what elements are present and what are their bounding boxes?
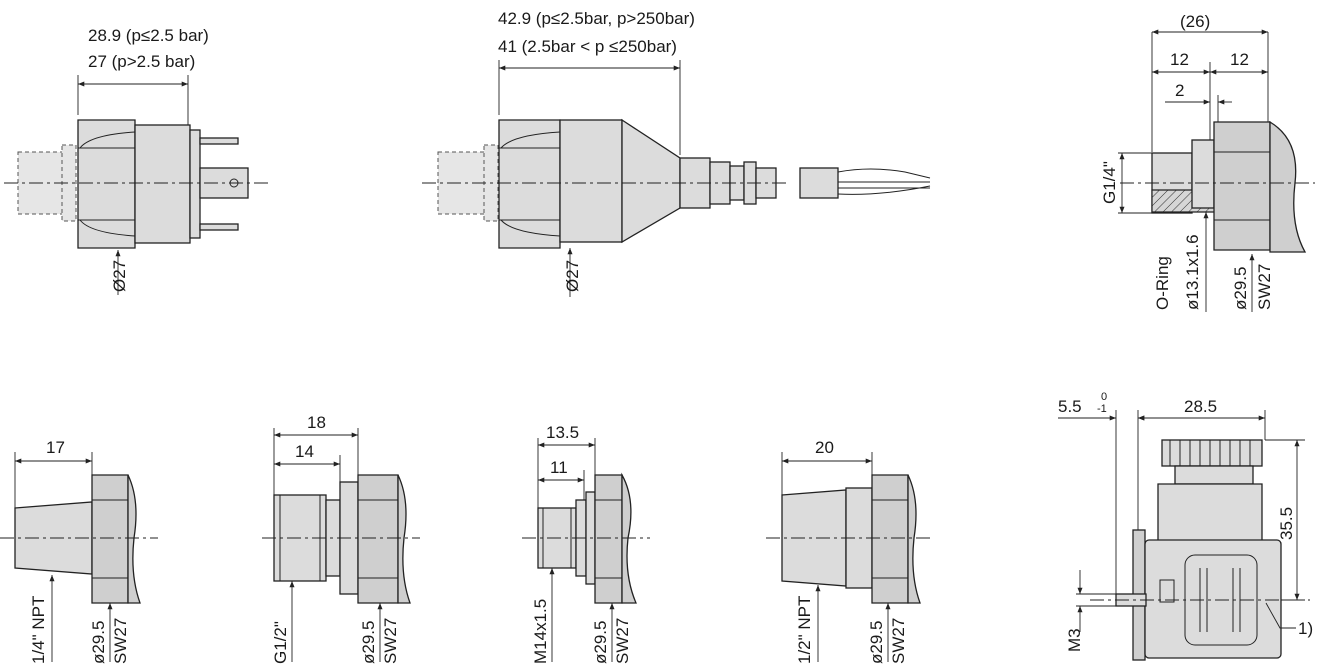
dim-offset: 5.5: [1058, 397, 1082, 416]
drawing-1-plug-connector: 28.9 (p≤2.5 bar) 27 (p>2.5 bar) Ø27: [4, 26, 268, 295]
diameter-label: Ø27: [563, 260, 582, 292]
oring-size-label: ø13.1x1.6: [1183, 234, 1202, 310]
dim-total: (26): [1180, 12, 1210, 31]
dim-label-27: 27 (p>2.5 bar): [88, 52, 195, 71]
dim-outer: 18: [307, 413, 326, 432]
dim-label-42-9: 42.9 (p≤2.5bar, p>250bar): [498, 9, 695, 28]
drawing-7-npt12: 20 1/2" NPT ø29.5 SW27: [766, 438, 930, 664]
sw-label: SW27: [381, 618, 400, 664]
note-label: 1): [1298, 619, 1313, 638]
drawing-3-g14-section: (26) 12 12 2 G1/4" O-Ring ø13.1x1.6 ø29.…: [1100, 12, 1315, 312]
sw-label: SW27: [111, 618, 130, 664]
thread-label: 1/2" NPT: [795, 596, 814, 664]
oring-label: O-Ring: [1153, 256, 1172, 310]
dia-label: ø29.5: [867, 621, 886, 664]
sw-label: SW27: [889, 618, 908, 664]
sw-label: SW27: [613, 618, 632, 664]
dim-right: 12: [1230, 50, 1249, 69]
drawing-5-g12: 18 14 G1/2" ø29.5 SW27: [262, 413, 420, 664]
thread-label: M14x1.5: [531, 599, 550, 664]
thread-label: G1/4": [1100, 161, 1119, 204]
tolerance-upper: 0: [1101, 391, 1107, 403]
dia-label: ø29.5: [359, 621, 378, 664]
dim-width: 28.5: [1184, 397, 1217, 416]
dim-length: 20: [815, 438, 834, 457]
dia-label: ø29.5: [89, 621, 108, 664]
thread-label: 1/4" NPT: [29, 596, 48, 664]
drawing-2-cable-version: 42.9 (p≤2.5bar, p>250bar) 41 (2.5bar < p…: [422, 9, 931, 297]
drawing-8-din-connector: 5.5 0 -1 28.5 35.5 M3 1): [1058, 391, 1313, 661]
dia-label: ø29.5: [1231, 267, 1250, 310]
drawing-6-m14: 13.5 11 M14x1.5 ø29.5 SW27: [522, 423, 650, 664]
sw-label: SW27: [1255, 264, 1274, 310]
tolerance-lower: -1: [1097, 403, 1107, 415]
thread-label: G1/2": [271, 621, 290, 664]
dim-label-28-9: 28.9 (p≤2.5 bar): [88, 26, 209, 45]
dim-label-41: 41 (2.5bar < p ≤250bar): [498, 37, 677, 56]
drawing-4-npt14: 17 1/4" NPT ø29.5 SW27: [0, 438, 158, 664]
dia-label: ø29.5: [591, 621, 610, 664]
dim-outer: 13.5: [546, 423, 579, 442]
dim-inner: 14: [295, 442, 314, 461]
diameter-label: Ø27: [110, 260, 129, 292]
dim-length: 17: [46, 438, 65, 457]
screw-label: M3: [1065, 628, 1084, 652]
dim-left: 12: [1170, 50, 1189, 69]
dim-gap: 2: [1175, 81, 1184, 100]
dim-height: 35.5: [1277, 507, 1296, 540]
dim-inner: 11: [550, 458, 568, 477]
